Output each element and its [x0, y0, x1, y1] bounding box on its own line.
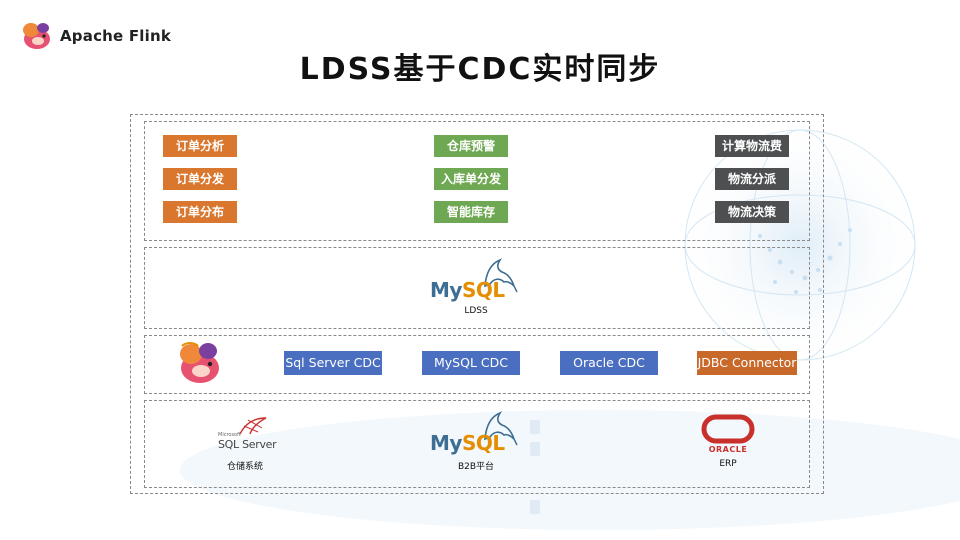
app-box-smart-inventory: 智能库存	[434, 201, 508, 223]
dolphin-icon	[484, 258, 518, 293]
ldss-caption: LDSS	[464, 306, 488, 316]
sqlserver-cdc-box: Sql Server CDC	[284, 351, 382, 375]
architecture-frame	[130, 114, 824, 494]
oracle-ring-icon	[701, 414, 755, 444]
app-box-warehouse-alert: 仓库预警	[434, 135, 508, 157]
dolphin-icon	[484, 411, 518, 446]
b2b-platform-caption: B2B平台	[457, 462, 495, 472]
apache-flink-logo: Apache Flink	[20, 20, 171, 52]
sqlserver-logo-text: SQL Server	[218, 438, 277, 451]
erp-caption: ERP	[719, 459, 737, 469]
brand-name: Apache Flink	[60, 27, 172, 45]
mysql-logo-sql: SQL	[461, 431, 505, 455]
mysql-logo-sql: SQL	[461, 278, 505, 302]
app-box-order-distribution: 订单分布	[163, 201, 237, 223]
oracle-logo: ORACLE	[700, 414, 756, 456]
source-layer	[144, 400, 810, 488]
sqlserver-icon	[239, 417, 267, 435]
warehouse-system-caption: 仓储系统	[226, 462, 263, 472]
ldss-layer	[144, 247, 810, 329]
jdbc-connector-box: JDBC Connector	[697, 351, 797, 375]
connector-layer	[144, 335, 810, 394]
page-title: LDSS基于CDC实时同步	[299, 52, 661, 87]
mysql-cdc-box: MySQL CDC	[422, 351, 520, 375]
flink-logo-icon	[180, 342, 219, 383]
app-box-logistics-cost: 计算物流费	[715, 135, 789, 157]
oracle-logo-text: ORACLE	[708, 445, 748, 454]
app-box-logistics-decision: 物流决策	[715, 201, 789, 223]
sqlserver-logo: Microsoft SQL Server	[216, 416, 277, 454]
application-layer	[144, 121, 810, 241]
app-box-order-analysis: 订单分析	[163, 135, 237, 157]
sqlserver-logo-small: Microsoft	[218, 432, 241, 438]
flink-squirrel-icon	[23, 23, 50, 49]
app-box-logistics-assign: 物流分派	[715, 168, 789, 190]
mysql-logo-my: My	[430, 278, 462, 302]
oracle-cdc-box: Oracle CDC	[560, 351, 658, 375]
app-box-inbound-dispatch: 入库单分发	[434, 168, 508, 190]
app-box-order-dispatch: 订单分发	[163, 168, 237, 190]
mysql-logo-my: My	[430, 431, 462, 455]
